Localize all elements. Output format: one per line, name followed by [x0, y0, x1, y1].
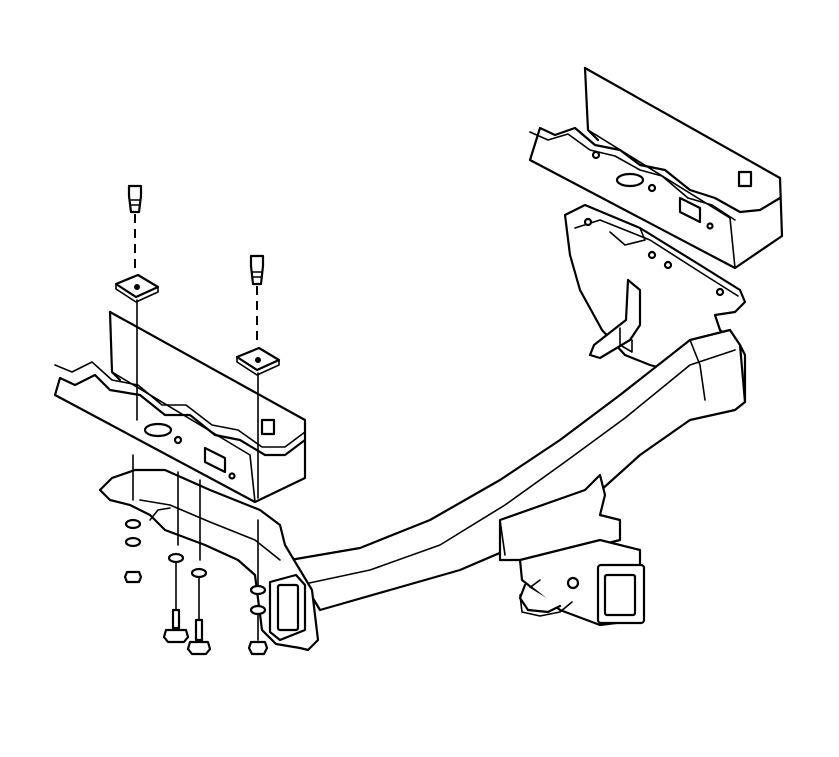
left-mounting-bracket	[98, 468, 320, 652]
frame-oval-hole	[615, 172, 645, 188]
carriage-bolt-left	[127, 184, 143, 268]
frame-slot-icon	[260, 418, 276, 436]
frame-square-hole	[678, 196, 702, 224]
safety-chain-loop	[588, 278, 642, 360]
hitch-cross-tube	[288, 328, 747, 612]
washer-nut-stack-1	[123, 518, 143, 584]
hex-bolt-2	[186, 567, 212, 656]
safety-chain-hook	[518, 583, 562, 614]
right-frame-rail	[528, 66, 784, 270]
frame-square-hole	[203, 446, 227, 474]
washer-nut-stack-2	[247, 584, 269, 656]
frame-oval-hole	[143, 422, 173, 438]
hex-bolt-1	[162, 552, 190, 644]
left-frame-rail	[53, 310, 307, 504]
frame-slot-icon	[737, 170, 753, 188]
carriage-bolt-right	[249, 254, 265, 340]
receiver-box	[498, 473, 646, 627]
spacer-plate-left	[114, 273, 160, 303]
hitch-pin-hole	[566, 576, 580, 590]
spacer-plate-right	[235, 346, 281, 376]
fastener-guide-lines	[132, 299, 259, 586]
